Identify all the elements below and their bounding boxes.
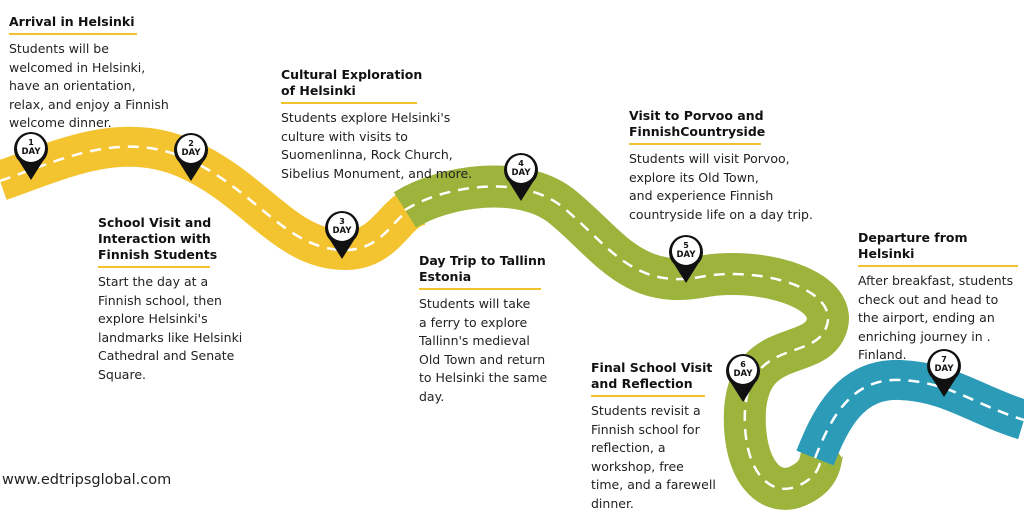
map-pin-icon [14,131,48,180]
title-underline [281,102,417,104]
website-url: www.edtripsglobal.com [2,472,172,488]
stop-description: Students will visit Porvoo, explore its … [629,151,813,222]
day-label: DAY [21,147,41,157]
stop-description: Students will be welcomed in Helsinki, h… [9,41,169,130]
day-1-pin: 1 DAY [11,129,51,181]
road-dashes-green [404,185,831,491]
title-underline [629,143,761,145]
stop-day-2: School Visit and Interaction with Finnis… [98,215,268,384]
day-number: 2 [188,139,194,148]
map-pin-icon [504,152,538,201]
stop-description: Students revisit a Finnish school for re… [591,403,716,511]
day-label: DAY [181,148,201,158]
stop-day-1: Arrival in Helsinki Students will be wel… [9,14,179,133]
day-6-pin: 6 DAY [723,351,763,403]
title-underline [9,33,137,35]
day-label: DAY [733,369,753,379]
day-number: 3 [339,217,345,226]
map-pin-icon [726,353,760,402]
stop-title: School Visit and Interaction with Finnis… [98,215,218,262]
road-dashes-blue [813,378,1024,459]
stop-title: Arrival in Helsinki [9,14,135,29]
day-5-pin: 5 DAY [666,232,706,284]
stop-description: Students will take a ferry to explore Ta… [419,296,548,404]
stop-day-6: Final School Visit and Reflection Studen… [591,360,731,513]
stop-description: Start the day at a Finnish school, then … [98,274,243,382]
title-underline [858,265,1018,267]
title-underline [98,266,210,268]
day-4-pin: 4 DAY [501,150,541,202]
stop-title: Departure from Helsinki [858,230,968,261]
stop-description: Students explore Helsinki's culture with… [281,110,473,181]
day-number: 4 [518,159,524,168]
map-pin-icon [174,132,208,181]
day-7-pin: 7 DAY [924,346,964,398]
day-label: DAY [332,226,352,236]
day-label: DAY [511,168,531,178]
title-underline [591,395,705,397]
road-segment-blue [796,360,1024,466]
day-label: DAY [934,364,954,374]
day-number: 1 [28,138,34,147]
stop-day-7: Departure from Helsinki After breakfast,… [858,230,1022,365]
day-3-pin: 3 DAY [322,208,362,260]
stop-day-4: Day Trip to Tallinn Estonia Students wil… [419,253,579,406]
map-pin-icon [325,210,359,259]
stop-day-5: Visit to Porvoo and FinnishCountryside S… [629,108,829,224]
day-label: DAY [676,250,696,260]
stop-title: Cultural Exploration of Helsinki [281,67,423,98]
stop-title: Day Trip to Tallinn Estonia [419,253,546,284]
map-pin-icon [669,234,703,283]
road-dashes-yellow [0,145,426,252]
day-2-pin: 2 DAY [171,130,211,182]
stop-title: Final School Visit and Reflection [591,360,713,391]
stop-title: Visit to Porvoo and FinnishCountryside [629,108,766,139]
day-number: 7 [941,355,947,364]
day-number: 6 [740,360,746,369]
map-pin-icon [927,348,961,397]
stop-description: After breakfast, students check out and … [858,273,1014,362]
day-number: 5 [683,241,689,250]
title-underline [419,288,541,290]
stop-day-3: Cultural Exploration of Helsinki Student… [281,67,491,183]
